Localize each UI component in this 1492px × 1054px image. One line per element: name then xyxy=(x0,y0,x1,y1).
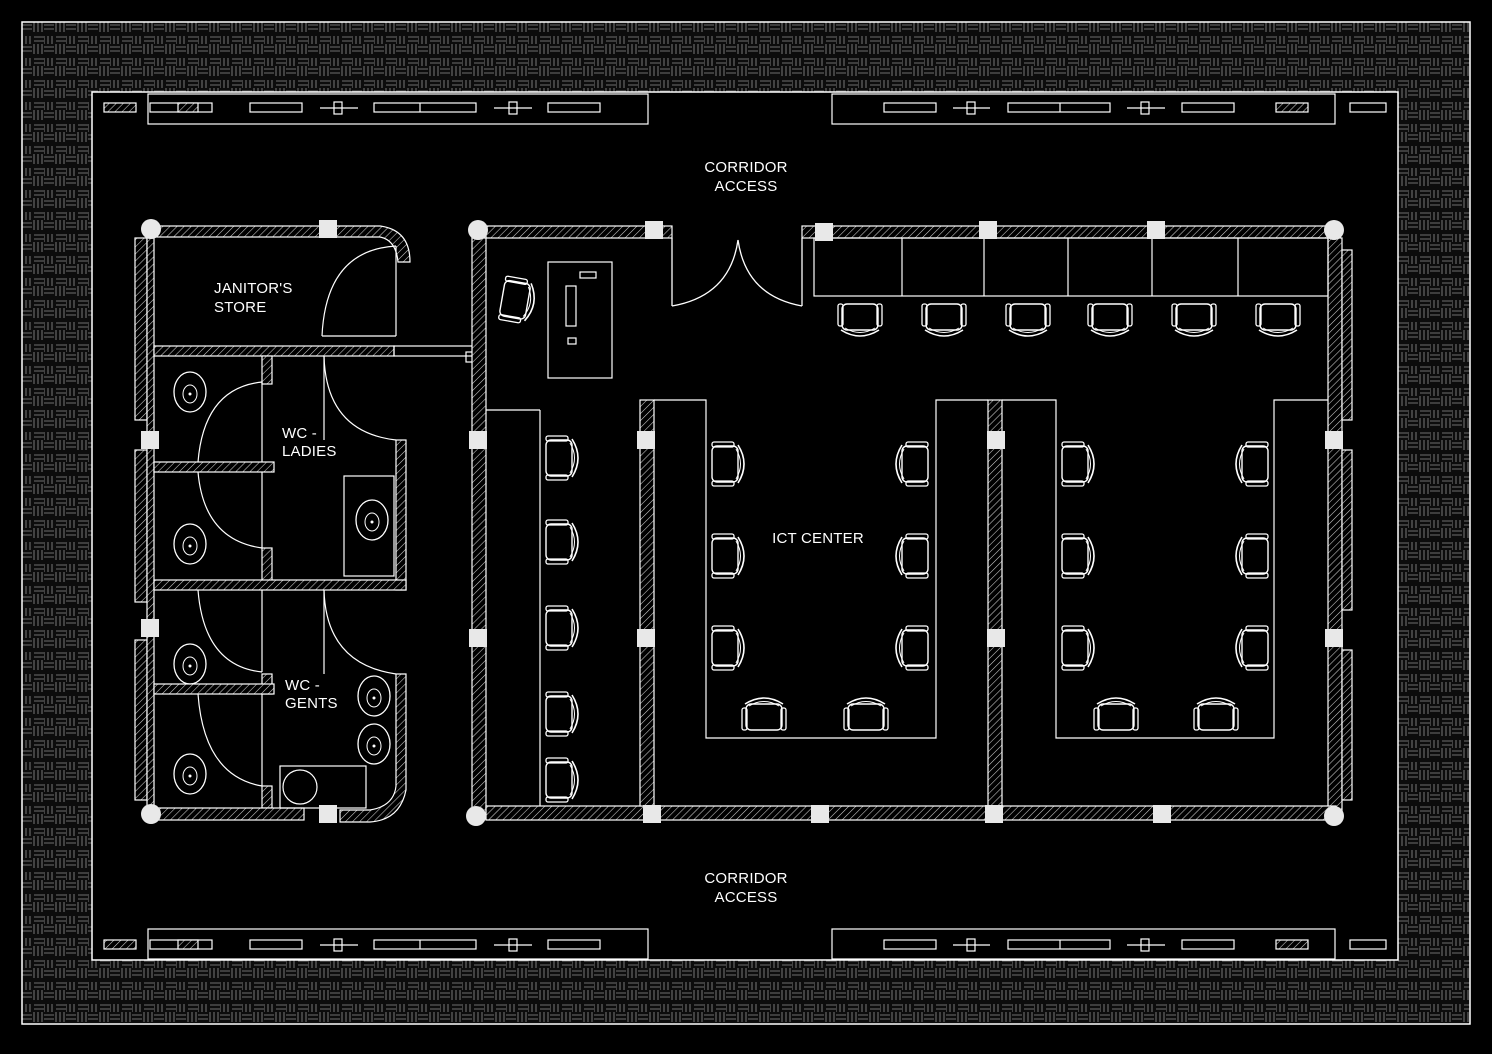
bottom-window-strip xyxy=(103,928,1387,960)
janitor-store-label-line2: STORE xyxy=(214,299,266,316)
ict-desks xyxy=(486,237,1329,806)
ladies-fixtures xyxy=(173,371,395,577)
wc-ladies-label-line1: WC - xyxy=(282,425,317,442)
top-window-strip xyxy=(103,93,1387,125)
wc-ladies-label-line2: LADIES xyxy=(282,443,337,460)
corridor-floor xyxy=(91,91,1399,961)
corridor-bottom-label-line1: CORRIDOR xyxy=(704,870,787,887)
wc-gents-label-line2: GENTS xyxy=(285,695,338,712)
toilet-door-swings xyxy=(197,245,397,787)
corridor-top-label-line2: ACCESS xyxy=(715,178,778,195)
ict-center-label: ICT CENTER xyxy=(772,530,864,547)
janitor-store-label-line1: JANITOR'S xyxy=(214,280,293,297)
entrance-double-door xyxy=(671,238,803,307)
corridor-bottom-label-line2: ACCESS xyxy=(715,889,778,906)
wc-gents-label-line1: WC - xyxy=(285,677,320,694)
corridor-top-label-line1: CORRIDOR xyxy=(704,159,787,176)
toilet-block-walls xyxy=(134,225,477,823)
